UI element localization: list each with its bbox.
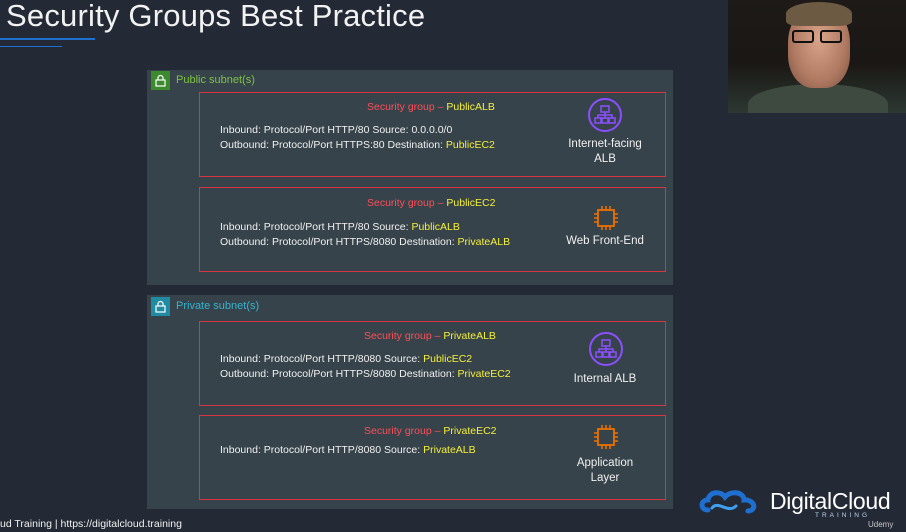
inbound-rule: Inbound: Protocol/Port HTTP/80 Source: 0…	[220, 124, 453, 136]
digitalcloud-logo: DigitalCloud	[698, 486, 891, 516]
presenter-webcam	[728, 0, 906, 113]
private-subnet-label: Private subnet(s)	[176, 300, 260, 312]
sg-title: Security group – PrivateALB	[364, 330, 496, 342]
brand-subtitle: TRAINING	[815, 512, 871, 519]
inbound-rule: Inbound: Protocol/Port HTTP/80 Source: P…	[220, 221, 460, 233]
sg-title: Security group – PublicALB	[367, 101, 495, 113]
sg-title: Security group – PrivateEC2	[364, 425, 497, 437]
cloud-logo-icon	[699, 490, 757, 514]
security-group-private-ec2: Security group – PrivateEC2 Inbound: Pro…	[199, 415, 666, 500]
lock-icon	[151, 70, 170, 90]
security-group-private-alb: Security group – PrivateALB Inbound: Pro…	[199, 321, 666, 406]
load-balancer-icon	[588, 331, 624, 372]
inbound-rule: Inbound: Protocol/Port HTTP/8080 Source:…	[220, 353, 473, 365]
outbound-rule: Outbound: Protocol/Port HTTPS/8080 Desti…	[220, 236, 511, 248]
security-group-public-alb: Security group – PublicALB Inbound: Prot…	[199, 92, 666, 177]
ec2-instance-icon	[592, 423, 620, 456]
load-balancer-icon	[587, 97, 623, 138]
title-underline-secondary	[0, 46, 62, 47]
outbound-rule: Outbound: Protocol/Port HTTPS/8080 Desti…	[220, 368, 511, 380]
public-subnet-panel: Public subnet(s) Security group – Public…	[147, 70, 673, 285]
brand-name: DigitalCloud	[770, 487, 891, 514]
outbound-rule: Outbound: Protocol/Port HTTPS:80 Destina…	[220, 139, 495, 151]
footer-text: ud Training | https://digitalcloud.train…	[0, 518, 182, 530]
udemy-watermark: Udemy	[868, 520, 894, 529]
inbound-rule: Inbound: Protocol/Port HTTP/8080 Source:…	[220, 444, 476, 456]
resource-label: Internal ALB	[573, 373, 637, 385]
private-subnet-panel: Private subnet(s) Security group – Priva…	[147, 295, 673, 509]
ec2-instance-icon	[592, 204, 620, 237]
title-underline	[0, 38, 95, 40]
slide-title: Security Groups Best Practice	[6, 0, 426, 33]
resource-label: Web Front-End	[566, 235, 644, 247]
security-group-public-ec2: Security group – PublicEC2 Inbound: Prot…	[199, 187, 666, 272]
public-subnet-label: Public subnet(s)	[176, 74, 255, 86]
lock-icon	[151, 296, 170, 316]
sg-title: Security group – PublicEC2	[367, 197, 496, 209]
